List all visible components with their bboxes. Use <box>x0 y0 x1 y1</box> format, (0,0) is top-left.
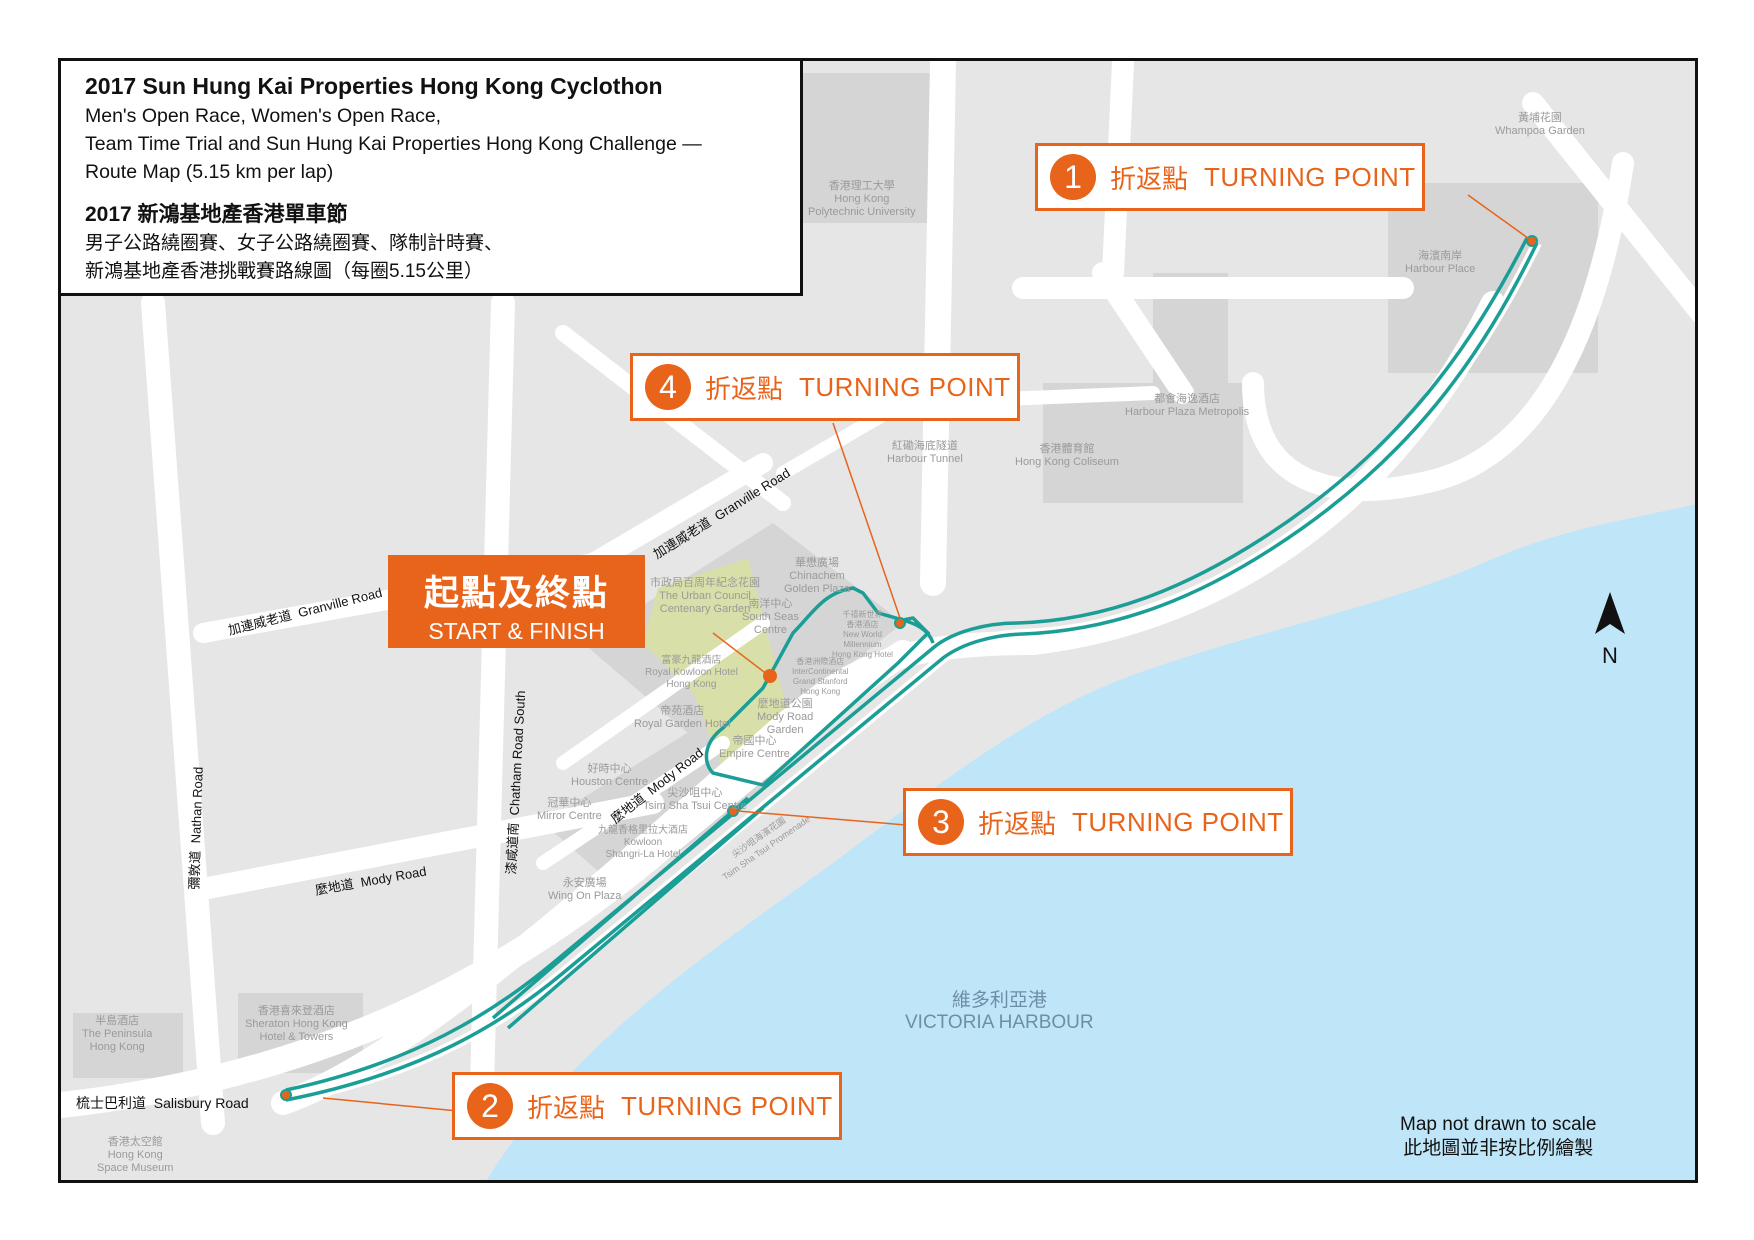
turning-point-zh: 折返點 <box>527 1092 606 1123</box>
turning-point-en: TURNING POINT <box>621 1090 833 1121</box>
turning-point-number: 3 <box>918 799 964 845</box>
turning-point-number: 4 <box>645 364 691 410</box>
turning-point-zh: 折返點 <box>978 808 1057 839</box>
scale-note: Map not drawn to scale 此地圖並非按比例繪製 <box>1400 1114 1597 1159</box>
turning-point-zh: 折返點 <box>705 373 784 404</box>
road-salisbury: 梳士巴利道 Salisbury Road <box>76 1095 249 1111</box>
title-chinese: 2017 新鴻基地產香港單車節 <box>85 203 348 226</box>
subtitle-line-2: Team Time Trial and Sun Hung Kai Propert… <box>85 133 702 155</box>
start-finish-box: 起點及終點 START & FINISH <box>388 555 645 648</box>
building-blocks <box>73 73 1598 1078</box>
start-finish-en: START & FINISH <box>428 618 605 644</box>
turning-point-en: TURNING POINT <box>1204 161 1416 192</box>
north-arrow-icon <box>1595 592 1625 634</box>
title-english: 2017 Sun Hung Kai Properties Hong Kong C… <box>85 73 663 99</box>
turning-point-number: 1 <box>1050 154 1096 200</box>
turning-point-en: TURNING POINT <box>799 371 1011 402</box>
turning-point-1: 1 折返點 TURNING POINT <box>1035 143 1425 211</box>
start-finish-marker <box>763 669 777 683</box>
turning-point-4-marker <box>894 617 906 629</box>
start-finish-zh: 起點及終點 <box>423 574 609 613</box>
turning-point-2-marker <box>280 1089 292 1101</box>
turning-point-4: 4 折返點 TURNING POINT <box>630 353 1020 421</box>
north-arrow: N <box>1590 590 1630 669</box>
title-box: 2017 Sun Hung Kai Properties Hong Kong C… <box>58 58 803 296</box>
leader-lines <box>322 194 1533 1112</box>
subtitle-zh-line-2: 新鴻基地產香港挑戰賽路線圖（每圈5.15公里） <box>85 261 483 282</box>
turning-point-en: TURNING POINT <box>1072 806 1284 837</box>
turning-point-number: 2 <box>467 1083 513 1129</box>
turning-point-3: 3 折返點 TURNING POINT <box>903 788 1293 856</box>
subtitle-zh-line-1: 男子公路繞圈賽、女子公路繞圈賽、隊制計時賽、 <box>85 233 504 254</box>
subtitle-line-1: Men's Open Race, Women's Open Race, <box>85 105 442 127</box>
turning-point-zh: 折返點 <box>1110 163 1189 194</box>
turning-point-2: 2 折返點 TURNING POINT <box>452 1072 842 1140</box>
north-label: N <box>1602 643 1618 668</box>
subtitle-line-3: Route Map (5.15 km per lap) <box>85 161 334 183</box>
victoria-harbour-label: 維多利亞港 VICTORIA HARBOUR <box>905 990 1094 1033</box>
